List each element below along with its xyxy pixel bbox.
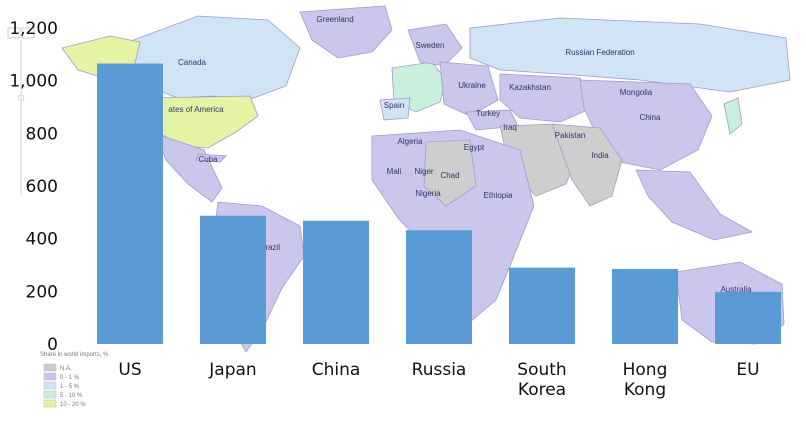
map-legend-swatch xyxy=(43,372,57,381)
map-zoom-control xyxy=(7,27,35,195)
map-africa xyxy=(371,129,535,323)
map-legend-label: 10 - 20 % xyxy=(60,402,86,408)
map-label: Chad xyxy=(440,171,459,180)
map-legend-swatch xyxy=(43,381,57,390)
y-tick-label: 400 xyxy=(26,230,58,250)
bar xyxy=(715,291,781,344)
map-label: Sweden xyxy=(416,41,445,50)
x-tick-label: US xyxy=(118,360,141,380)
map-label: Canada xyxy=(178,58,207,67)
map-label: Kazakhstan xyxy=(509,83,551,92)
map-eastern-europe xyxy=(439,61,499,117)
y-tick-label: 800 xyxy=(26,124,58,144)
map-label: Ethiopia xyxy=(484,191,513,200)
map-label: Niger xyxy=(414,167,433,176)
map-scandinavia xyxy=(407,23,463,67)
map-japan xyxy=(723,97,743,135)
y-tick-label: 200 xyxy=(26,282,58,302)
bars xyxy=(97,63,781,345)
map-label: Egypt xyxy=(464,143,485,152)
map-label: China xyxy=(640,113,661,122)
map-label: Ukraine xyxy=(458,81,486,90)
map-label: Greenland xyxy=(316,15,353,24)
bar xyxy=(406,230,472,344)
map-label: Spain xyxy=(384,101,404,110)
map-label: Russian Federation xyxy=(565,48,634,57)
map-cuba xyxy=(195,153,227,163)
map-legend-label: 5 - 10 % xyxy=(60,393,83,399)
map-label: Brazil xyxy=(260,243,280,252)
map-russia xyxy=(469,17,791,93)
x-tick-label: EU xyxy=(736,360,759,380)
map-label: Nigeria xyxy=(415,189,441,198)
map-kazakhstan xyxy=(499,73,593,123)
map-label: Mali xyxy=(387,167,402,176)
map-label: Cuba xyxy=(198,155,218,164)
map-legend-swatch xyxy=(43,399,57,408)
y-tick-label: 0 xyxy=(47,335,58,355)
y-axis: 0 200 400 600 800 1,000 1,200 xyxy=(9,19,58,355)
map-label: Iraq xyxy=(503,123,517,132)
map-south-asia xyxy=(551,123,623,207)
bar xyxy=(303,220,369,344)
y-tick-label: 600 xyxy=(26,177,58,197)
map-label: Mongolia xyxy=(620,88,653,97)
bar xyxy=(97,63,163,345)
map-legend-label: N.A. xyxy=(60,366,72,372)
map-label: India xyxy=(591,151,609,160)
map-legend-label: 0 - 1 % xyxy=(60,375,80,381)
x-tick-label: Russia xyxy=(412,360,467,380)
map-legend-swatch xyxy=(43,363,57,372)
x-tick-label: Japan xyxy=(208,360,256,380)
bar xyxy=(509,267,575,344)
bar xyxy=(200,215,266,344)
map-mexico-central xyxy=(155,133,223,203)
map-spain xyxy=(379,97,411,121)
map-legend-title: Share in world imports, % xyxy=(40,352,109,358)
map-legend: Share in world imports, % N.A. 0 - 1 % 1 - … xyxy=(40,352,109,408)
bar xyxy=(612,268,678,344)
map-label: Algeria xyxy=(398,137,423,146)
y-tick-label: 1,000 xyxy=(9,72,58,92)
y-tick-label: 1,200 xyxy=(9,19,58,39)
map-legend-swatch xyxy=(43,390,57,399)
map-label: Turkey xyxy=(476,109,500,118)
map-label: ates of America xyxy=(168,105,224,114)
map-sahara-na xyxy=(423,139,477,207)
map-legend-label: 1 - 5 % xyxy=(60,384,80,390)
map-label: Pakistan xyxy=(555,131,586,140)
map-greenland xyxy=(299,5,393,59)
x-tick-label: China xyxy=(312,360,361,380)
map-label: Australia xyxy=(720,285,752,294)
map-southeast-asia xyxy=(635,169,754,241)
